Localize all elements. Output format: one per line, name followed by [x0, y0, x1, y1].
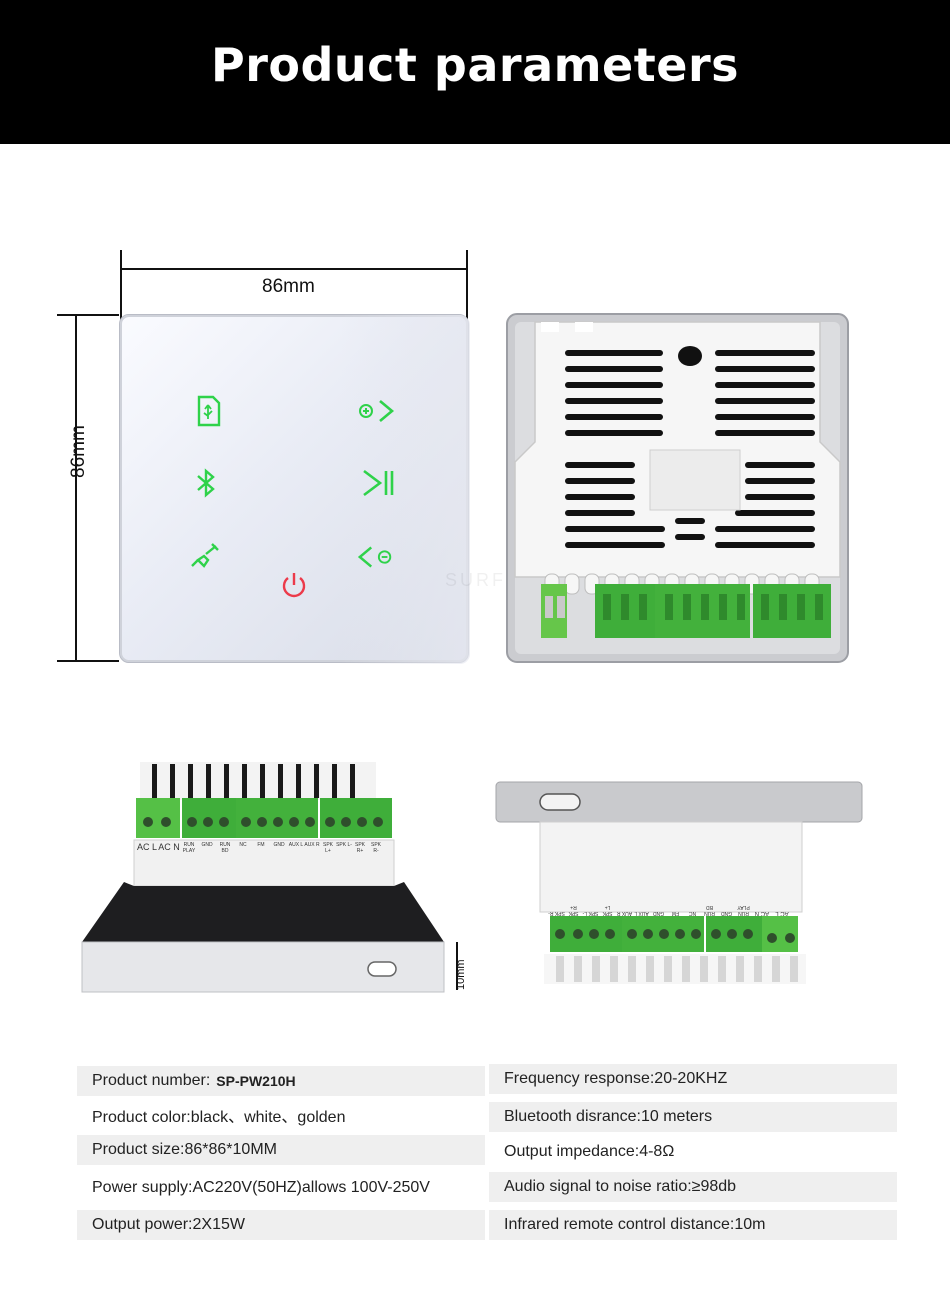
terminal-label: SPK L+	[602, 904, 613, 916]
height-label: 86mm	[68, 425, 89, 478]
terminal-label: AC N	[158, 842, 180, 852]
top-view-image	[495, 781, 863, 984]
spec-label: Output power:2X15W	[92, 1216, 245, 1233]
spec-row-bluetooth-distance: Bluetooth disrance:10 meters	[489, 1102, 897, 1132]
height-dimension-line	[75, 314, 77, 662]
terminal-label: FM	[257, 842, 265, 848]
side-terminal-label-row: AC L AC N RUN PLAY GND RUN BD NC FM GND …	[136, 842, 392, 884]
spec-row-product-number: Product number: SP-PW210H	[77, 1066, 485, 1096]
width-dimension-line	[120, 268, 468, 270]
width-label: 86mm	[262, 276, 315, 297]
depth-label: 10mm	[455, 959, 467, 990]
volume-up-icon	[356, 391, 396, 431]
terminal-label: SPK L-	[582, 910, 599, 916]
spec-row-power-supply: Power supply:AC220V(50HZ)allows 100V-250…	[77, 1173, 485, 1203]
spec-row-frequency-response: Frequency response:20-20KHZ	[489, 1064, 897, 1094]
terminal-label: AUX R	[616, 910, 633, 916]
aux-cable-icon	[186, 535, 226, 575]
spec-value: SP-PW210H	[216, 1073, 296, 1089]
play-pause-icon	[358, 463, 398, 503]
terminal-label: AC L	[136, 842, 157, 852]
brand-watermark: SURF	[445, 570, 506, 590]
spec-label: Infrared remote control distance:10m	[504, 1216, 766, 1233]
usb-card-icon	[188, 391, 228, 431]
terminal-label: SPK R-	[548, 910, 565, 916]
terminal-label: NC	[239, 842, 247, 848]
terminal-label: RUN BD	[704, 904, 715, 916]
spec-label: Bluetooth disrance:10 meters	[504, 1108, 713, 1125]
terminal-label: SPK L-	[336, 842, 352, 848]
width-dimension-tick-right	[466, 250, 468, 320]
power-icon	[274, 565, 314, 605]
terminal-label: RUN PLAY	[737, 904, 750, 916]
panel-sheen	[340, 315, 470, 664]
front-panel-image	[119, 314, 470, 664]
spec-row-output-power: Output power:2X15W	[77, 1210, 485, 1240]
spec-row-product-color: Product color:black、white、golden	[77, 1100, 485, 1130]
spec-row-output-impedance: Output impedance:4-8Ω	[489, 1137, 897, 1167]
header-banner: Product parameters	[0, 0, 950, 144]
bluetooth-icon	[186, 463, 226, 503]
spec-label: Audio signal to noise ratio:≥98db	[504, 1178, 737, 1195]
spec-row-ir-distance: Infrared remote control distance:10m	[489, 1210, 897, 1240]
terminal-label: FM	[671, 910, 680, 916]
terminal-label: AUX R	[304, 842, 320, 848]
terminal-label: GND	[273, 842, 285, 848]
terminal-label: SPK R+	[568, 904, 579, 916]
back-view-image	[506, 313, 849, 663]
terminal-label: NC	[688, 910, 697, 916]
volume-down-icon	[356, 537, 396, 577]
spec-row-product-size: Product size:86*86*10MM	[77, 1135, 485, 1165]
terminal-label: AUX L	[634, 910, 649, 916]
spec-row-snr: Audio signal to noise ratio:≥98db	[489, 1172, 897, 1202]
terminal-label: GND	[201, 842, 213, 848]
terminal-label: AC L	[775, 910, 789, 916]
top-terminal-label-row: SPK R- SPK R+ SPK L- SPK L+ AUX R AUX L …	[548, 886, 802, 916]
spec-label: Product size:86*86*10MM	[92, 1141, 277, 1158]
spec-label: Product number:	[92, 1072, 211, 1089]
height-dimension-tick-top	[57, 314, 119, 316]
terminal-label: SPK L+	[322, 842, 333, 854]
spec-label: Product color:black、white、golden	[92, 1109, 346, 1126]
terminal-label: RUN PLAY	[182, 842, 196, 854]
terminal-label: SPK R+	[354, 842, 365, 854]
height-dimension-tick-bottom	[57, 660, 119, 662]
terminal-label: GND	[652, 910, 665, 916]
terminal-label: SPK R-	[370, 842, 381, 854]
spec-label: Frequency response:20-20KHZ	[504, 1070, 728, 1087]
width-dimension-tick-left	[120, 250, 122, 320]
spec-label: Power supply:AC220V(50HZ)allows 100V-250…	[92, 1179, 430, 1196]
spec-label: Output impedance:4-8Ω	[504, 1143, 675, 1160]
side-view-image	[81, 762, 458, 993]
page-title: Product parameters	[210, 38, 740, 92]
terminal-label: AC N	[754, 910, 770, 916]
terminal-label: GND	[720, 910, 733, 916]
terminal-label: AUX L	[288, 842, 304, 848]
terminal-label: RUN BD	[219, 842, 231, 854]
